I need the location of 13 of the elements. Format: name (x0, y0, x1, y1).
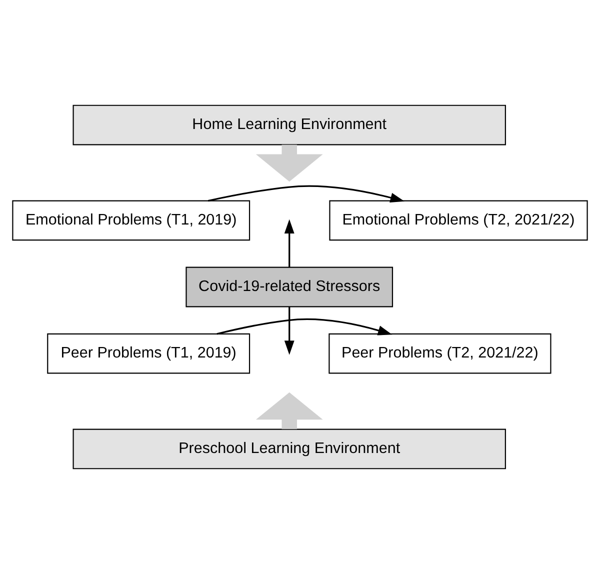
arrow (256, 144, 323, 182)
arrow (284, 306, 294, 354)
node-box: Peer Problems (T2, 2021/22) (328, 332, 552, 374)
arrow (256, 392, 323, 429)
node-box: Emotional Problems (T2, 2021/22) (329, 200, 588, 240)
node-box: Peer Problems (T1, 2019) (47, 332, 250, 374)
node-box: Home Learning Environment (72, 104, 506, 145)
arrow (208, 184, 405, 202)
node-box: Covid-19-related Stressors (186, 266, 394, 307)
arrow (216, 318, 392, 335)
node-box: Emotional Problems (T1, 2019) (12, 200, 250, 240)
node-box: Preschool Learning Environment (72, 428, 506, 469)
arrow (284, 218, 294, 267)
